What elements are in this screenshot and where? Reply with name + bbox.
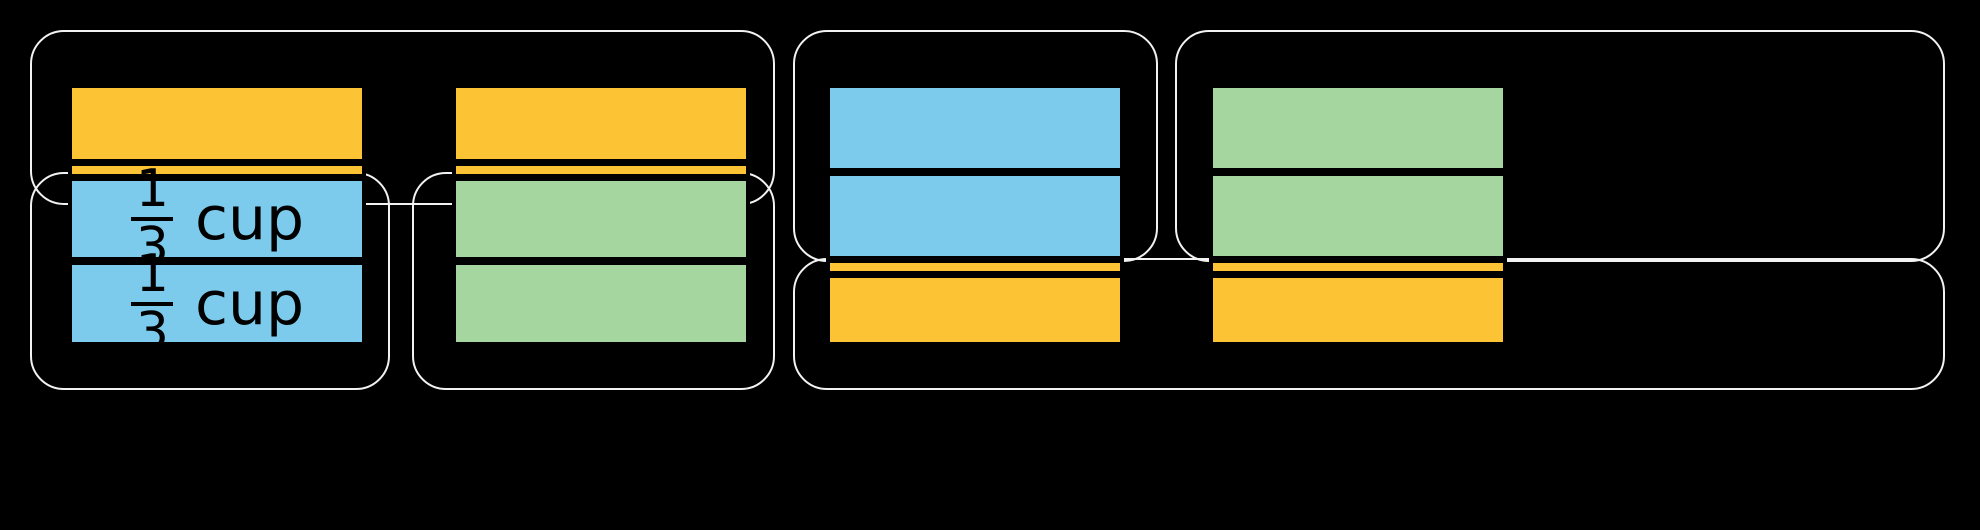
- fraction-divider: [131, 217, 174, 221]
- band-orange-thick[interactable]: [68, 84, 366, 163]
- band-green[interactable]: [1209, 172, 1507, 260]
- band-green[interactable]: [452, 261, 750, 346]
- fraction-numerator: 1: [135, 243, 169, 304]
- fraction-divider: [131, 301, 174, 306]
- column-3: [826, 84, 1124, 346]
- band-blue-one-third-cup[interactable]: 1 3 cup: [68, 163, 366, 273]
- band-blue[interactable]: [826, 84, 1124, 172]
- band-orange-thick[interactable]: [452, 84, 750, 163]
- band-orange-thin[interactable]: [452, 163, 750, 177]
- band-orange-thin[interactable]: [1209, 260, 1507, 274]
- band-blue[interactable]: [826, 172, 1124, 260]
- column-4: [1209, 84, 1507, 346]
- band-orange-thick[interactable]: [826, 274, 1124, 346]
- band-green[interactable]: [1209, 84, 1507, 172]
- column-2: [452, 84, 750, 346]
- column-1: 1 3 cup 1 3 cup: [68, 84, 366, 357]
- fraction-label: 1 3 cup: [130, 243, 305, 362]
- band-orange-thin[interactable]: [826, 260, 1124, 274]
- unit-label: cup: [194, 184, 305, 254]
- unit-label: cup: [194, 268, 305, 339]
- fraction-label: 1 3 cup: [130, 159, 305, 273]
- fraction-denominator: 3: [135, 301, 169, 362]
- band-green[interactable]: [452, 177, 750, 261]
- band-orange-thick[interactable]: [1209, 274, 1507, 346]
- fraction-one-third: 1 3: [130, 243, 175, 362]
- band-orange-thin[interactable]: [68, 163, 366, 177]
- fraction-numerator: 1: [135, 159, 169, 220]
- band-blue-one-third-cup[interactable]: 1 3 cup: [68, 248, 366, 357]
